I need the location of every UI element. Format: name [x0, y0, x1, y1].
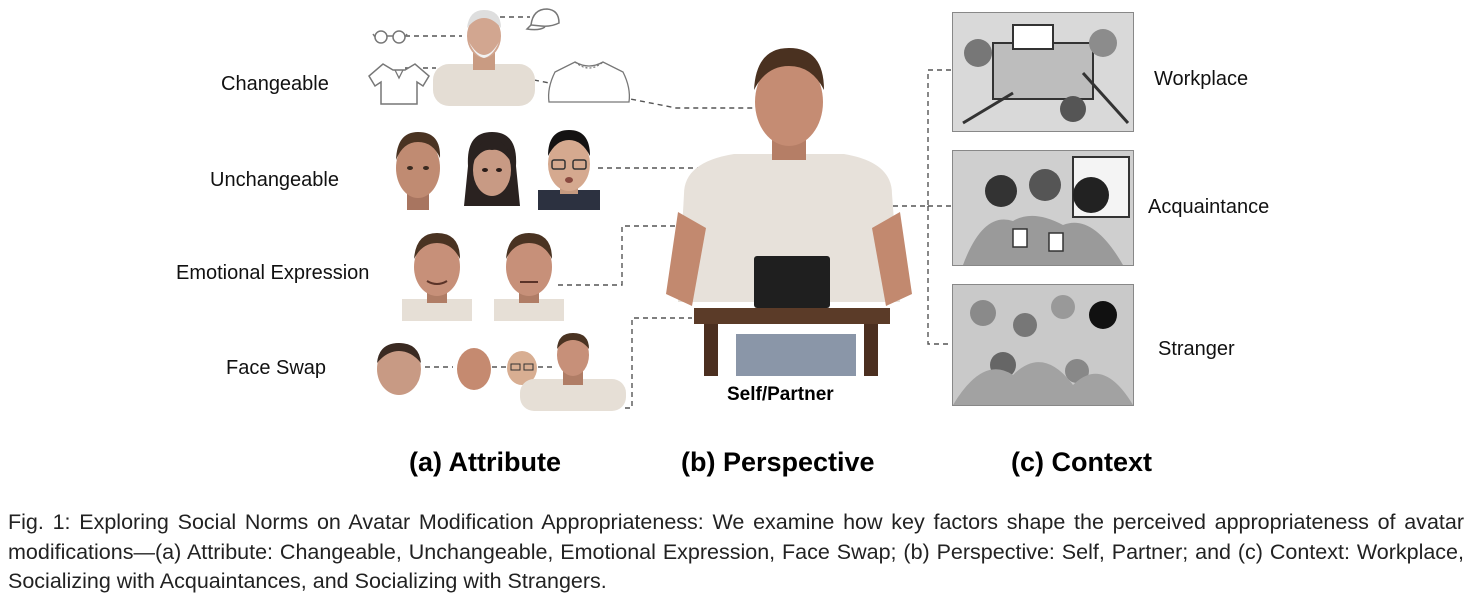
shirt-icon: [368, 63, 430, 105]
face-swap-target-avatar: [520, 333, 626, 411]
attribute-label-emotional-expression: Emotional Expression: [176, 262, 370, 284]
panel-title-attribute: (a) Attribute: [409, 447, 561, 477]
context-label-workplace: Workplace: [1154, 68, 1249, 90]
attribute-label-face-swap: Face Swap: [226, 357, 327, 379]
avatar-seated-self-partner: [666, 48, 912, 376]
context-image-stranger: [952, 284, 1134, 406]
figure-caption: Fig. 1: Exploring Social Norms on Avatar…: [8, 510, 1464, 593]
cap-icon: [525, 8, 560, 31]
attribute-label-unchangeable: Unchangeable: [210, 169, 339, 191]
avatar-changeable: [433, 10, 535, 106]
avatar-expression-smile: [402, 233, 472, 321]
avatar-expression-neutral: [494, 233, 564, 321]
avatar-face-glasses: [538, 130, 600, 210]
face-swap-mask-1: [457, 348, 491, 390]
panel-title-context: (c) Context: [1011, 447, 1152, 477]
sweater-icon: [547, 61, 631, 103]
self-partner-label: Self/Partner: [727, 384, 834, 405]
avatar-face-female: [464, 132, 520, 206]
glasses-icon: [372, 30, 408, 44]
face-swap-source-face: [377, 343, 421, 395]
avatar-face-male: [396, 132, 441, 210]
connector-lines: [405, 16, 952, 409]
context-label-stranger: Stranger: [1158, 338, 1235, 360]
face-swap-mask-2: [507, 351, 537, 385]
panel-title-perspective: (b) Perspective: [681, 447, 875, 477]
attribute-label-changeable: Changeable: [221, 73, 329, 95]
context-image-acquaintance: [952, 150, 1134, 266]
context-image-workplace: [952, 12, 1134, 132]
context-label-acquaintance: Acquaintance: [1148, 196, 1270, 218]
